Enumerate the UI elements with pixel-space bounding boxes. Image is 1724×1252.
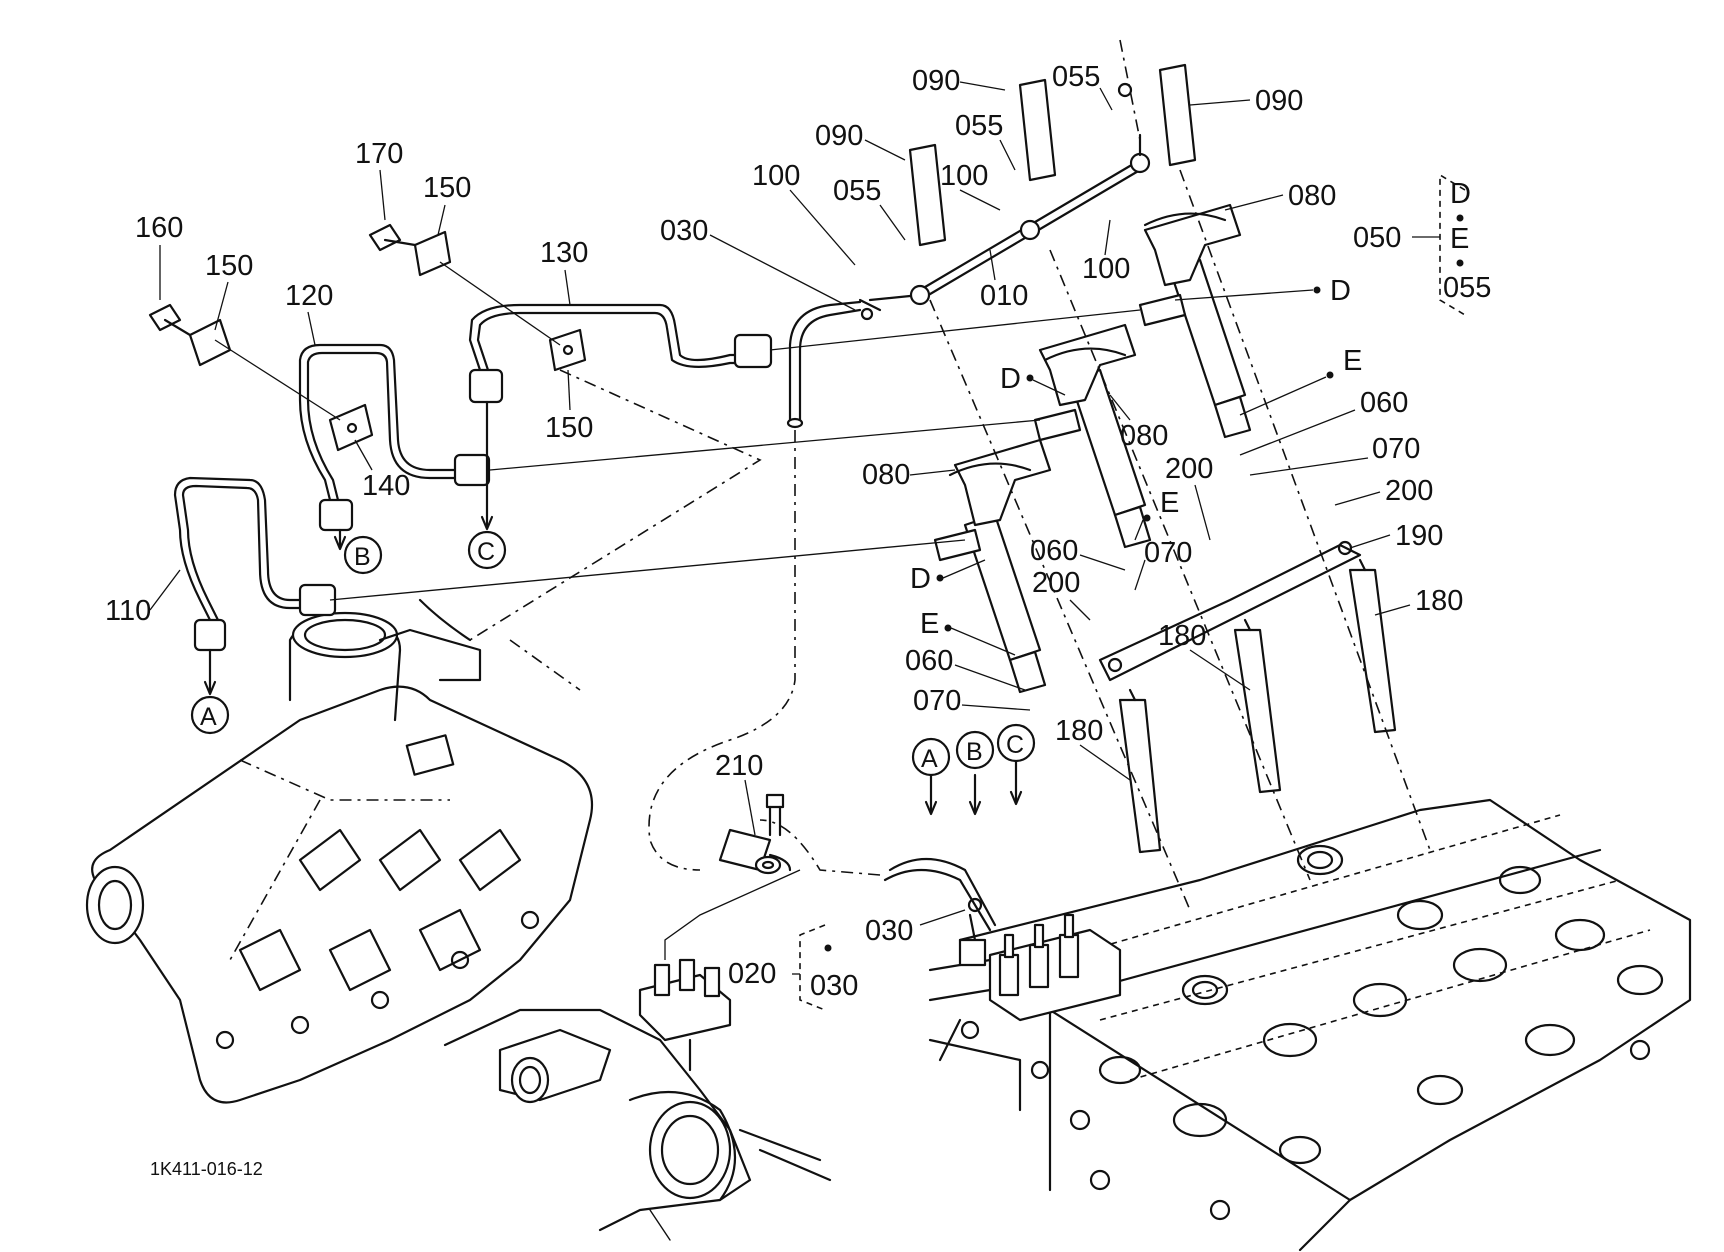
ref-C-right: C — [1006, 731, 1024, 759]
label-090-c: 090 — [815, 120, 863, 152]
label-140: 140 — [362, 470, 410, 502]
overflow-connector-020 — [638, 869, 801, 1072]
label-030-b: 030 — [865, 915, 913, 947]
label-050: 050 — [1353, 222, 1401, 254]
label-055-c: 055 — [833, 175, 881, 207]
drawing-number: 1K411-016-12 — [150, 1159, 263, 1179]
ref-circle-A-left — [190, 695, 230, 735]
label-010: 010 — [980, 280, 1028, 312]
label-080-a: 080 — [1288, 180, 1336, 212]
ref-A-left: A — [200, 703, 217, 731]
label-080-c: 080 — [862, 459, 910, 491]
retainers-080 — [948, 212, 1227, 477]
bracket-020 — [792, 924, 826, 1011]
cylinder-head-drawing — [928, 798, 1692, 1252]
glow-plugs-180 — [1118, 558, 1397, 854]
label-020: 020 — [728, 958, 776, 990]
label-030-c: 030 — [810, 970, 858, 1002]
label-060-b: 060 — [1030, 535, 1078, 567]
ref-A-right: A — [921, 745, 938, 773]
bracket-050 — [1412, 173, 1466, 316]
label-150-a: 150 — [205, 250, 253, 282]
label-E-left: E — [920, 608, 939, 640]
label-070-c: 070 — [913, 685, 961, 717]
label-200-a: 200 — [1165, 453, 1213, 485]
injection-pipe-110 — [173, 476, 337, 652]
label-180-c: 180 — [1055, 715, 1103, 747]
label-060-c: 060 — [905, 645, 953, 677]
bolt-210 — [718, 793, 792, 875]
nozzle-holder-right — [1138, 203, 1252, 439]
label-210: 210 — [715, 750, 763, 782]
ref-circle-B-left — [343, 535, 383, 575]
label-150-c: 150 — [545, 412, 593, 444]
nozzle-holder-left — [933, 438, 1052, 694]
label-100-c: 100 — [1082, 253, 1130, 285]
nozzle-holder-middle — [1033, 323, 1152, 549]
manifold-drawing — [85, 598, 594, 1104]
ref-circle-A-right — [911, 737, 951, 777]
leakoff-hose-030 — [648, 298, 882, 871]
label-080-b: 080 — [1120, 420, 1168, 452]
label-110: 110 — [105, 595, 151, 627]
label-055-b: 055 — [955, 110, 1003, 142]
label-070-a: 070 — [1372, 433, 1420, 465]
lower-hose-030 — [759, 819, 997, 967]
injection-pipe-130 — [468, 303, 773, 404]
label-180-a: 180 — [1415, 585, 1463, 617]
label-bracket-D: D — [1450, 178, 1471, 210]
label-100-a: 100 — [752, 160, 800, 192]
label-E-right: E — [1343, 345, 1362, 377]
part-labels: 090 055 090 090 055 100 055 100 080 030 … — [105, 61, 1491, 1002]
arrows — [203, 400, 1023, 816]
label-D-mid: D — [1000, 363, 1021, 395]
label-130: 130 — [540, 237, 588, 269]
label-bracket-E: E — [1450, 223, 1469, 255]
glow-plug-lead-190 — [1098, 540, 1362, 682]
label-090-a: 090 — [912, 65, 960, 97]
label-090-b: 090 — [1255, 85, 1303, 117]
lower-housing-drawing — [443, 1008, 832, 1241]
ref-circle-C-right — [996, 723, 1036, 763]
label-150-b: 150 — [423, 172, 471, 204]
label-055-a: 055 — [1052, 61, 1100, 93]
guide-lines — [329, 169, 1431, 911]
ref-C-left: C — [477, 538, 495, 566]
label-070-b: 070 — [1144, 537, 1192, 569]
label-E-mid: E — [1160, 487, 1179, 519]
label-170: 170 — [355, 138, 403, 170]
label-100-b: 100 — [940, 160, 988, 192]
label-060-a: 060 — [1360, 387, 1408, 419]
label-200-c: 200 — [1032, 567, 1080, 599]
ref-B-right: B — [966, 738, 983, 766]
label-190: 190 — [1395, 520, 1443, 552]
injection-pipe-120 — [298, 343, 491, 532]
label-030-a: 030 — [660, 215, 708, 247]
clamp-parts — [148, 223, 762, 641]
bolts-090 — [908, 63, 1197, 247]
ref-circle-B-right — [955, 730, 995, 770]
label-160: 160 — [135, 212, 183, 244]
ref-circle-C-left — [467, 530, 507, 570]
label-D-left: D — [910, 563, 931, 595]
circled-refs: A B C A B C — [190, 530, 1036, 777]
label-120: 120 — [285, 280, 333, 312]
return-pipe-010 — [868, 39, 1151, 306]
label-180-b: 180 — [1158, 620, 1206, 652]
ref-B-left: B — [354, 543, 371, 571]
label-200-b: 200 — [1385, 475, 1433, 507]
label-D-right: D — [1330, 275, 1351, 307]
label-bracket-055: 055 — [1443, 272, 1491, 304]
